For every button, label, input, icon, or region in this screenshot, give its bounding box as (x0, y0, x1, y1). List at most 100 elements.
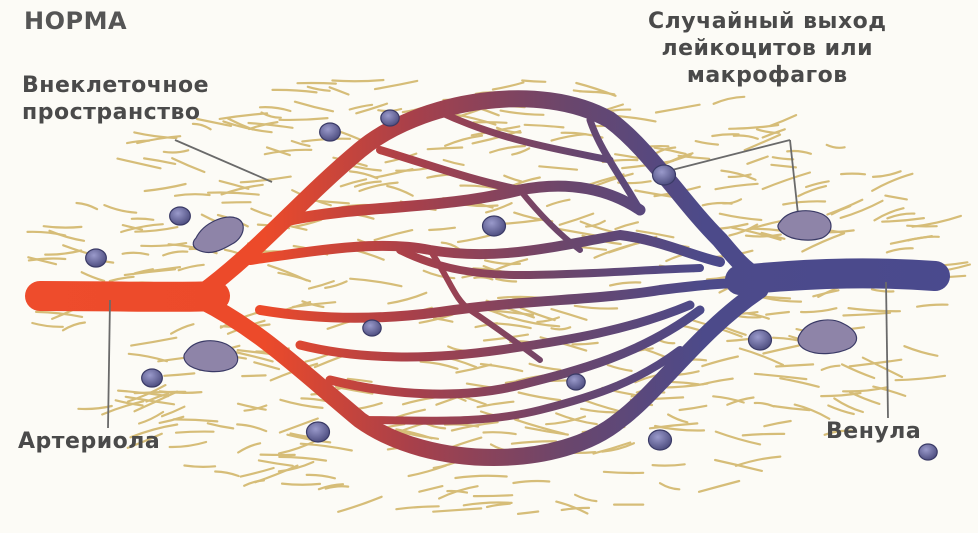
tissue-fiber (396, 506, 438, 509)
capillary-branch (440, 112, 610, 160)
tissue-fiber (764, 421, 790, 426)
label-line: Внеклеточное (22, 72, 209, 99)
tissue-fiber (822, 366, 840, 370)
tissue-fiber (743, 434, 784, 436)
tissue-fiber (139, 412, 163, 424)
label-arteriole: Артериола (18, 428, 160, 455)
cell-nucleus (483, 216, 506, 236)
tissue-fiber (714, 97, 745, 104)
tissue-fiber (653, 464, 685, 465)
tissue-fiber (273, 90, 317, 93)
cell-nucleus (170, 207, 191, 225)
arteriole-vessel (40, 296, 215, 297)
tissue-fiber (604, 472, 643, 473)
tissue-fiber (474, 495, 512, 496)
tissue-fiber (560, 214, 594, 225)
tissue-fiber (703, 203, 732, 205)
tissue-fiber (260, 107, 290, 111)
tissue-fiber (843, 387, 887, 391)
label-line: Случайный выход (648, 8, 887, 35)
tissue-fiber (176, 432, 214, 433)
tissue-fiber (259, 460, 293, 465)
tissue-fiber (530, 364, 561, 370)
tissue-fiber (110, 277, 134, 281)
tissue-fiber (409, 466, 446, 476)
tissue-fiber (913, 216, 961, 227)
tissue-fiber (887, 214, 914, 219)
tissue-fiber (162, 407, 184, 417)
tissue-fiber (131, 338, 176, 346)
tissue-fiber (827, 145, 845, 148)
capillary-branch (250, 235, 720, 262)
tissue-fiber (375, 81, 417, 89)
tissue-fiber (350, 171, 377, 178)
tissue-fiber (254, 362, 279, 369)
tissue-fiber (755, 403, 774, 406)
tissue-fiber (179, 265, 204, 270)
cell-nucleus (919, 444, 937, 460)
tissue-fiber (699, 481, 739, 492)
label-extracellular-space: Внеклеточное пространство (22, 72, 209, 126)
tissue-fiber (539, 166, 577, 169)
tissue-fiber (734, 136, 758, 139)
tissue-fiber (171, 324, 193, 334)
tissue-fiber (504, 176, 521, 182)
tissue-fiber (82, 272, 105, 281)
tissue-fiber (421, 362, 458, 369)
tissue-fiber (164, 150, 188, 152)
tissue-fiber (433, 508, 481, 511)
cell-nucleus (86, 249, 107, 267)
tissue-fiber (332, 80, 383, 81)
tissue-fiber (552, 134, 586, 140)
tissue-fiber (493, 83, 524, 90)
tissue-fiber (696, 141, 718, 145)
tissue-fiber (163, 251, 187, 255)
macrophage-cell (184, 341, 238, 372)
tissue-fiber (174, 419, 218, 421)
tissue-fiber (873, 171, 901, 177)
tissue-fiber (594, 443, 631, 454)
tissue-fiber (241, 468, 274, 477)
tissue-fiber (175, 194, 210, 196)
tissue-fiber (501, 111, 544, 115)
tissue-fiber (729, 125, 778, 129)
capillary-branch (520, 190, 580, 250)
tissue-fiber (515, 420, 564, 434)
macrophage-cell (193, 217, 243, 253)
tissue-fiber (841, 201, 883, 218)
tissue-fiber (419, 486, 442, 492)
tissue-fiber (496, 279, 516, 282)
tissue-fiber (444, 160, 464, 165)
tissue-fiber (307, 475, 335, 478)
cell-nucleus (142, 369, 163, 387)
tissue-fiber (715, 460, 762, 471)
tissue-fiber (780, 378, 818, 387)
label-line: пространство (22, 99, 209, 126)
tissue-fiber (375, 230, 413, 240)
tissue-fiber (518, 512, 538, 514)
tissue-fiber (104, 205, 136, 213)
tissue-fiber (907, 226, 937, 227)
tissue-fiber (885, 196, 906, 200)
tissue-fiber (668, 415, 687, 423)
tissue-fiber (279, 440, 318, 454)
tissue-fiber (573, 343, 598, 344)
tissue-fiber (487, 504, 510, 507)
cell-nucleus (567, 374, 585, 390)
label-leukocyte-exit: Случайный выход лейкоцитов или макрофаго… (648, 8, 887, 89)
tissue-fiber (525, 125, 564, 128)
tissue-fiber (308, 87, 330, 91)
tissue-fiber (279, 457, 326, 461)
tissue-fiber (63, 323, 85, 331)
tissue-fiber (403, 398, 434, 405)
tissue-fiber (887, 248, 913, 252)
tissue-fiber (280, 118, 328, 120)
tissue-fiber (552, 327, 571, 329)
tissue-fiber (295, 102, 333, 112)
tissue-fiber (298, 83, 336, 84)
tissue-fiber (727, 339, 750, 341)
tissue-fiber (813, 290, 838, 296)
tissue-fiber (770, 115, 796, 126)
tissue-fiber (237, 424, 266, 431)
tissue-fiber (123, 253, 149, 255)
